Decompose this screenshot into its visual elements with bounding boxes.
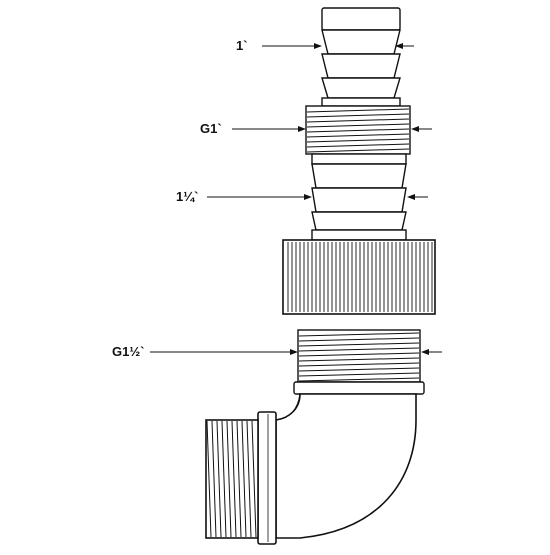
- thread-line: [241, 420, 247, 538]
- thread-line: [306, 143, 410, 148]
- thread-line: [206, 420, 212, 538]
- hose-barb-small: [321, 7, 401, 107]
- thread-line: [236, 420, 242, 538]
- thread-line: [298, 347, 420, 352]
- label-hose-barb-large: 1¼`: [176, 189, 199, 204]
- thread-line: [306, 118, 410, 123]
- thread-line: [226, 420, 232, 538]
- thread-line: [298, 352, 420, 357]
- label-hose-barb-small: 1`: [236, 38, 248, 53]
- thread-line: [251, 420, 257, 538]
- thread-line: [231, 420, 237, 538]
- thread-line: [306, 138, 410, 143]
- thread-line: [306, 108, 410, 113]
- thread-line: [306, 148, 410, 153]
- thread-line: [216, 420, 222, 538]
- thread-line: [298, 372, 420, 377]
- thread-line: [246, 420, 252, 538]
- knurled-nut: [282, 239, 436, 315]
- thread-line: [306, 113, 410, 118]
- thread-line: [298, 337, 420, 342]
- thread-g1: [305, 105, 411, 155]
- label-thread-g1: G1`: [200, 121, 222, 136]
- thread-line: [306, 128, 410, 133]
- elbow-fitting: [205, 393, 417, 545]
- thread-line: [298, 377, 420, 382]
- thread-g1-5: [293, 329, 425, 395]
- thread-line: [306, 133, 410, 138]
- callout-lines: [150, 43, 442, 355]
- thread-line: [298, 342, 420, 347]
- thread-line: [298, 332, 420, 337]
- thread-line: [298, 357, 420, 362]
- thread-line: [298, 367, 420, 372]
- hose-barb-large: [311, 153, 407, 241]
- thread-line: [211, 420, 217, 538]
- label-thread-g1-5: G1½`: [112, 344, 145, 359]
- thread-line: [306, 123, 410, 128]
- thread-line: [298, 362, 420, 367]
- thread-line: [221, 420, 227, 538]
